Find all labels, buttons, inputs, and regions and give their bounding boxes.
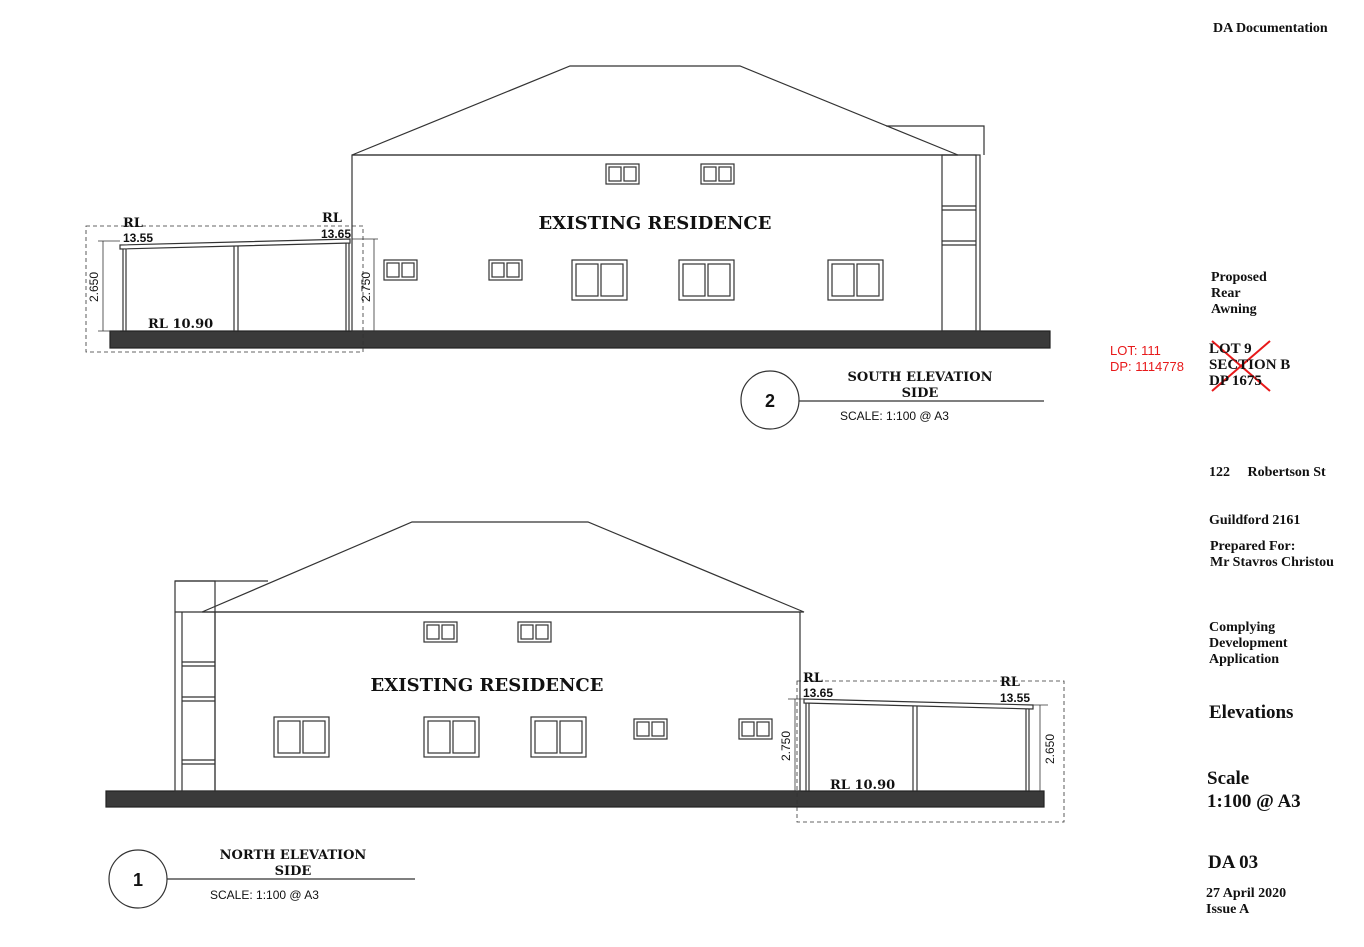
- lot-old-section: SECTION B: [1209, 357, 1291, 373]
- south-dim-right: 2.750: [359, 272, 373, 302]
- north-dim-right: 2.650: [1043, 734, 1057, 764]
- north-dim-left: 2.750: [779, 731, 793, 761]
- dp-new: DP: 1114778: [1110, 359, 1184, 374]
- north-roof: [201, 521, 805, 613]
- drawing-issue: Issue A: [1206, 902, 1250, 917]
- window: [488, 259, 523, 281]
- south-house-wall: [351, 154, 981, 332]
- south-rl-left-value: 13.55: [123, 231, 153, 245]
- lot-old-dp: DP 1675: [1209, 373, 1262, 389]
- window: [423, 621, 458, 643]
- north-elevation-title-1: NORTH ELEVATION: [220, 848, 367, 863]
- south-rl-right-label: RL: [322, 211, 342, 226]
- lot-old: LOT 9 SECTION B DP 1675: [1209, 341, 1290, 389]
- prepared-for: Prepared For: Mr Stavros Christou: [1210, 539, 1334, 570]
- doc-type: DA Documentation: [1213, 21, 1328, 36]
- north-building-label: EXISTING RESIDENCE: [371, 675, 604, 696]
- north-rl-right-label: RL: [1000, 675, 1020, 690]
- south-awning: [85, 225, 378, 353]
- window: [383, 259, 418, 281]
- application-type: Complying Development Application: [1209, 620, 1288, 667]
- strike-through-cross: [1211, 340, 1271, 392]
- window: [827, 259, 884, 301]
- window: [738, 718, 773, 740]
- window: [605, 163, 640, 185]
- date-issue: 27 April 2020 Issue A: [1206, 886, 1286, 918]
- sheet-title: Elevations: [1209, 702, 1294, 723]
- north-rl-left-value: 13.65: [803, 686, 833, 700]
- south-ground-line: [109, 330, 1051, 349]
- drawing-number: DA 03: [1208, 852, 1259, 873]
- south-elevation: [85, 65, 1051, 430]
- south-rl-ground: RL 10.90: [148, 317, 213, 332]
- scale-block: Scale 1:100 @ A3: [1207, 768, 1301, 812]
- lot-old-lot: LOT 9: [1209, 341, 1252, 357]
- south-rl-left-label: RL: [123, 216, 143, 231]
- south-elevation-scale: SCALE: 1:100 @ A3: [840, 409, 949, 423]
- north-ground-line: [105, 790, 1045, 808]
- window: [700, 163, 735, 185]
- north-awning: [788, 680, 1065, 823]
- south-rl-right-value: 13.65: [321, 227, 351, 241]
- south-dim-left: 2.650: [87, 272, 101, 302]
- drawing-date: 27 April 2020: [1206, 886, 1287, 901]
- north-elevation-title-2: SIDE: [275, 864, 312, 879]
- south-building-label: EXISTING RESIDENCE: [539, 213, 772, 234]
- north-rl-left-label: RL: [803, 671, 823, 686]
- north-elevation: [105, 521, 1065, 909]
- window: [571, 259, 628, 301]
- window: [273, 716, 330, 758]
- south-elevation-title-2: SIDE: [902, 386, 939, 401]
- south-drawing-number: 2: [765, 391, 775, 411]
- north-house-wall: [214, 611, 801, 792]
- south-elevation-title-1: SOUTH ELEVATION: [848, 370, 993, 385]
- north-rl-right-value: 13.55: [1000, 691, 1030, 705]
- project-description: Proposed Rear Awning: [1211, 270, 1267, 317]
- window: [678, 259, 735, 301]
- window: [633, 718, 668, 740]
- north-drawing-number: 1: [133, 870, 143, 890]
- window: [530, 716, 587, 758]
- north-elevation-scale: SCALE: 1:100 @ A3: [210, 888, 319, 902]
- lot-new: LOT: 111: [1110, 343, 1161, 358]
- window: [423, 716, 480, 758]
- north-rl-ground: RL 10.90: [830, 778, 895, 793]
- south-roof: [351, 65, 959, 156]
- south-drawing-number-circle: [740, 370, 800, 430]
- address: 122 Robertson St Guildford 2161: [1209, 465, 1326, 528]
- window: [517, 621, 552, 643]
